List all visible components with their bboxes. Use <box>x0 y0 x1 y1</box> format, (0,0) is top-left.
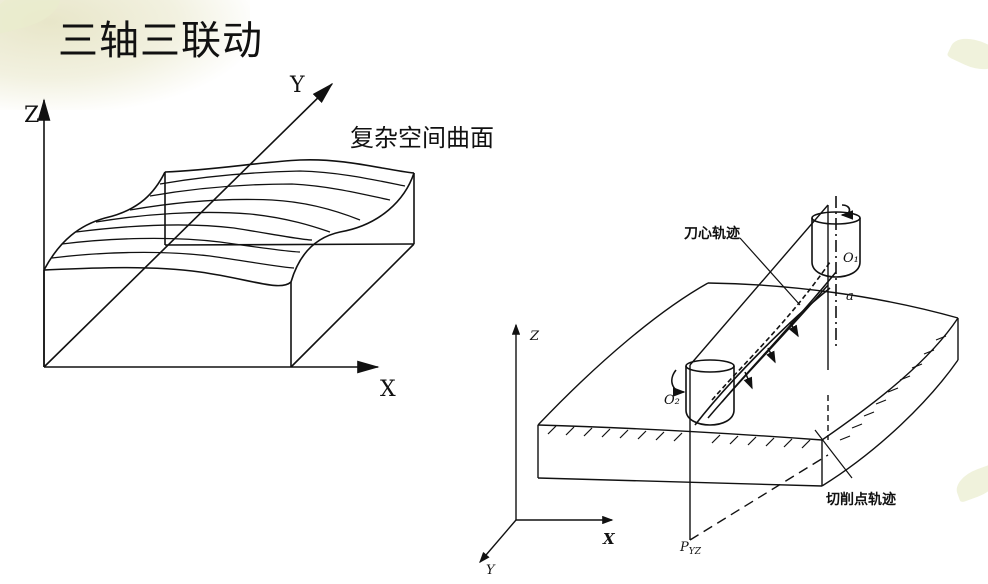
workpiece-bottom-edge <box>537 477 823 487</box>
hatching-front <box>547 425 811 449</box>
plane-bottom-edge <box>689 454 829 541</box>
cutter-path-leader <box>739 237 801 306</box>
surface-front-curve <box>43 266 292 287</box>
center-bottom-label: O₂ <box>664 393 680 408</box>
block-hidden-bottom <box>164 243 415 246</box>
workpiece-back-top-edge <box>707 282 959 319</box>
plane-top-edge <box>689 204 829 366</box>
workpiece-right-curve <box>821 317 959 441</box>
page-title: 三轴三联动 <box>58 18 263 64</box>
left-y-label: Y <box>289 73 305 98</box>
plane-label: PYZ <box>679 540 702 557</box>
right-y-label: Y <box>486 563 496 578</box>
left-z-label: Z <box>24 103 39 128</box>
cutter-center-path <box>711 261 831 401</box>
workpiece-front-top-edge <box>537 424 823 441</box>
surface-label: 复杂空间曲面 <box>350 124 494 152</box>
right-y-axis <box>479 519 517 564</box>
hatching-right <box>839 335 947 441</box>
right-z-label: Z <box>529 329 540 344</box>
cutter-top <box>811 196 861 350</box>
point-a-label: a <box>846 289 854 304</box>
left-diagram <box>37 82 415 374</box>
surface-left-profile <box>43 171 166 271</box>
cutter-bottom <box>671 359 735 426</box>
block-bottom-right-edge <box>290 243 415 368</box>
tool-trajectory-band <box>707 271 837 419</box>
right-diagram <box>479 196 959 564</box>
surface-back-curve <box>164 158 415 174</box>
surface-contour-lines <box>51 170 406 269</box>
plane-label-subscript: YZ <box>689 547 702 557</box>
workpiece-right-bottom-curve <box>821 359 959 487</box>
left-x-label: X <box>380 377 396 402</box>
cut-point-leader <box>814 429 853 479</box>
surface-right-profile <box>290 172 415 283</box>
cutter-path-label: 刀心轨迹 <box>684 225 740 242</box>
center-top-label: O₁ <box>843 251 859 266</box>
cut-point-path-label: 切削点轨迹 <box>826 491 896 508</box>
right-x-label: X <box>602 530 616 548</box>
plane-label-main: P <box>679 540 689 555</box>
workpiece-left-top-curve <box>537 282 709 426</box>
